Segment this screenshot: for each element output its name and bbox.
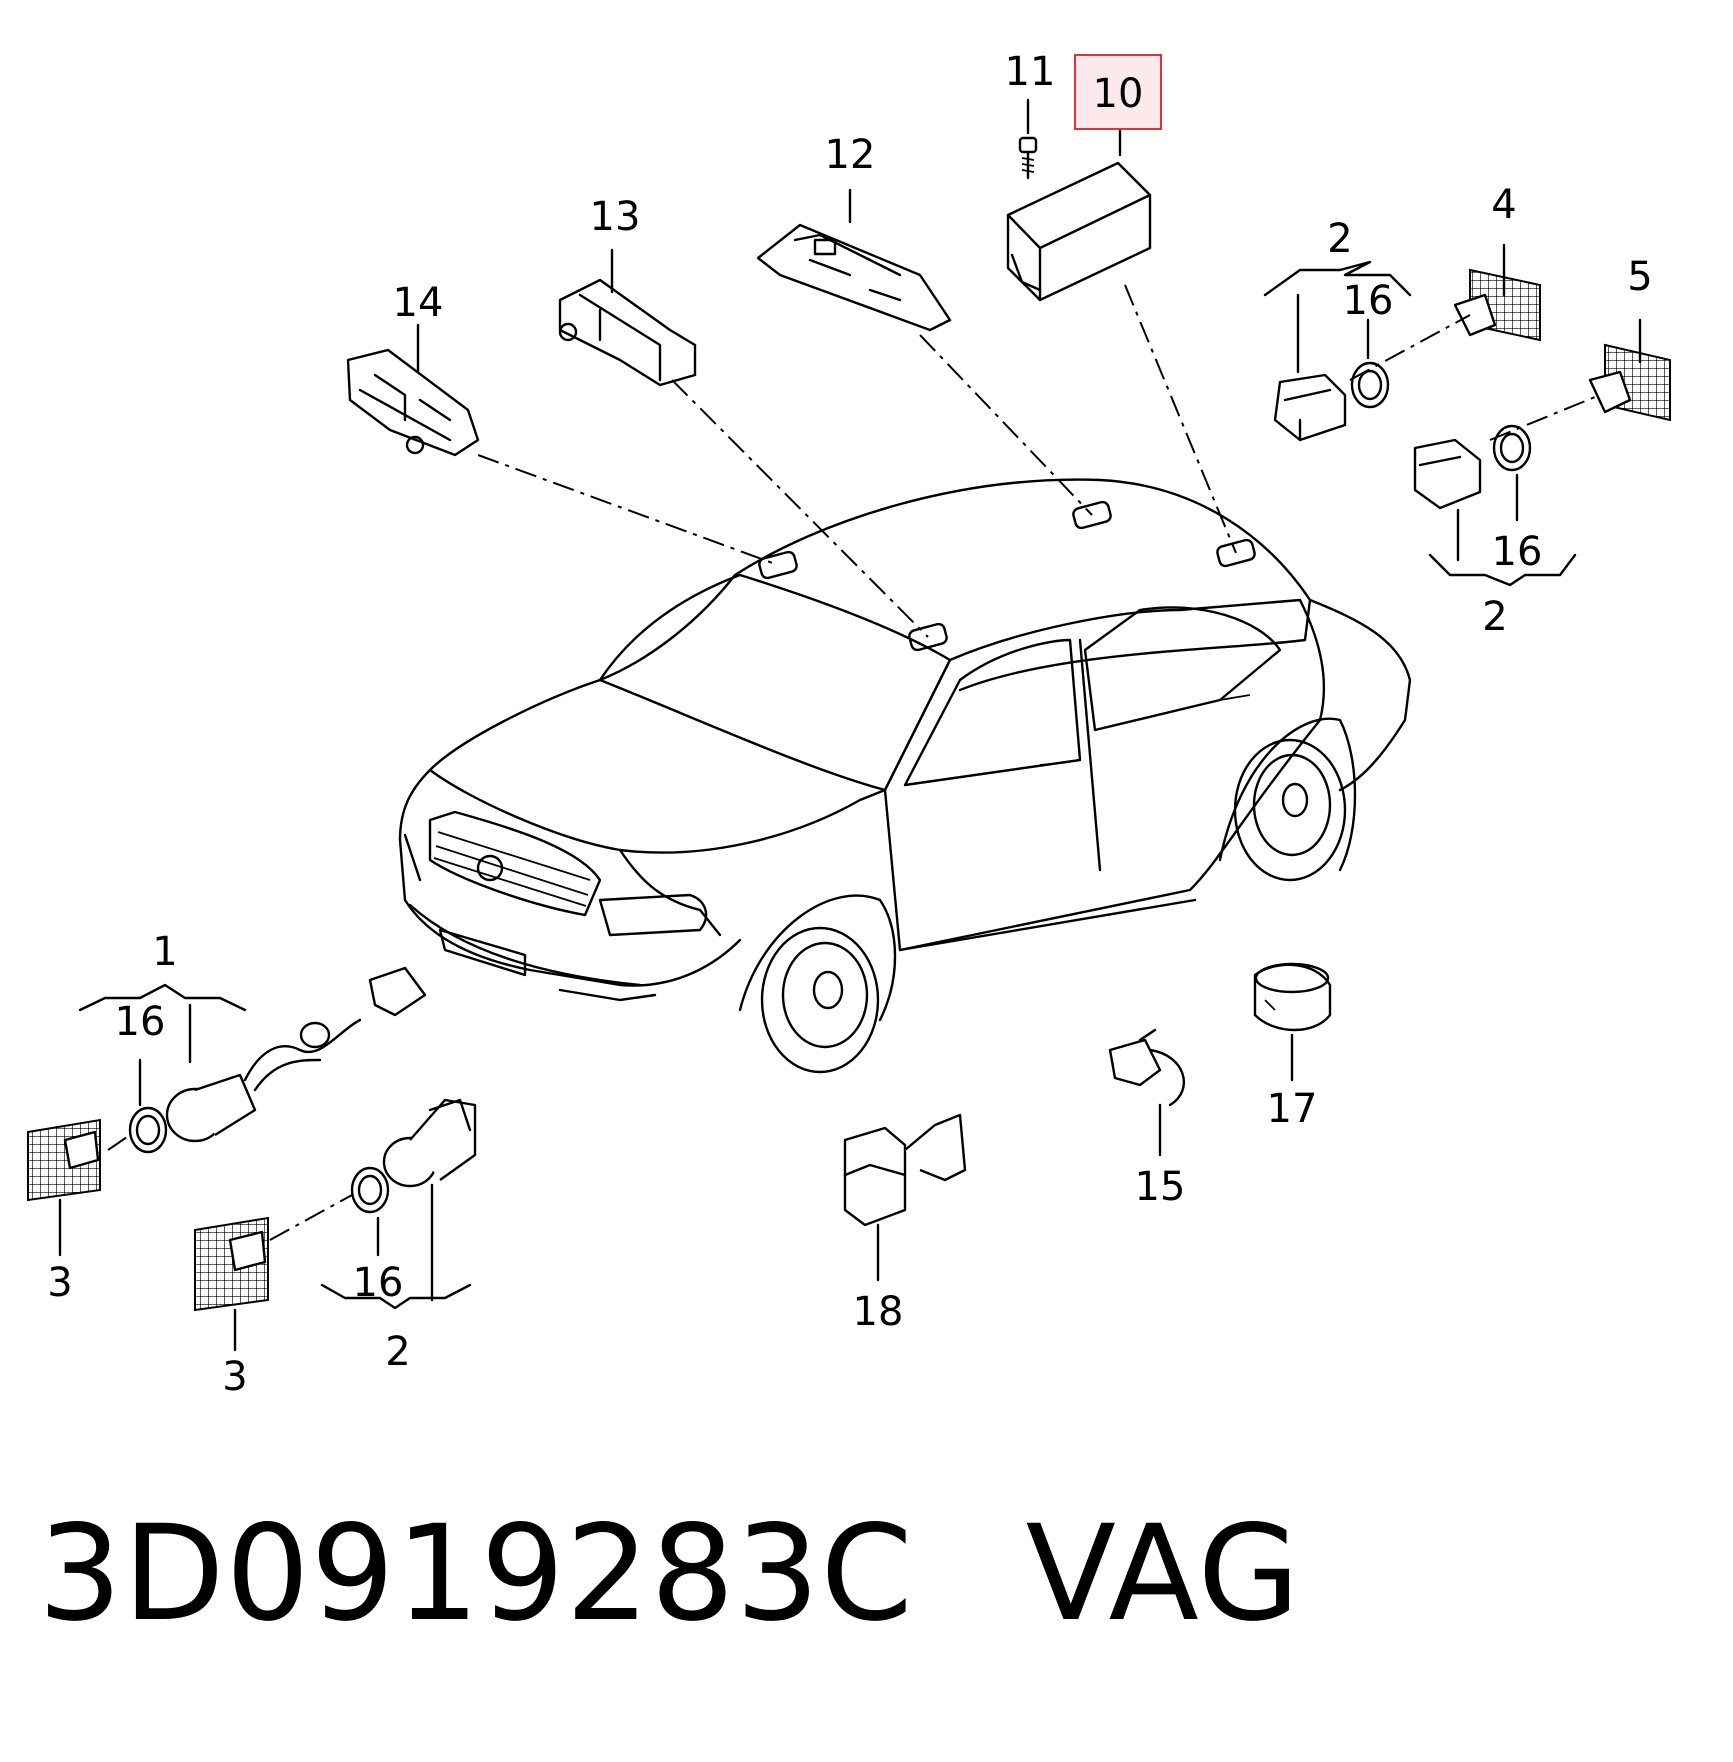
callout-2-right-upper: 2: [1327, 216, 1352, 262]
part-1-sensor-with-cable: [165, 966, 427, 1143]
highlight-box-10: [1074, 54, 1162, 130]
callout-4: 4: [1491, 182, 1516, 228]
part-16-ring-left-front-2: [350, 1166, 390, 1214]
callout-12: 12: [825, 132, 876, 178]
part-13-bracket: [558, 278, 697, 387]
callout-16-right-lower: 16: [1492, 529, 1543, 575]
callout-3-left: 3: [47, 1260, 72, 1306]
part-2-sensor-right-lower: [1413, 438, 1482, 510]
callout-11: 11: [1005, 49, 1056, 95]
callout-16-right-upper: 16: [1343, 278, 1394, 324]
part-15-clip: [1108, 1028, 1186, 1107]
part-18-holder: [843, 1113, 967, 1227]
callout-2-left-front: 2: [385, 1329, 410, 1375]
part-5-mount: [1588, 343, 1671, 422]
part-14-bracket: [346, 348, 480, 457]
callout-14: 14: [393, 280, 444, 326]
part-2-sensor-right-upper: [1273, 373, 1347, 442]
part-17-cap: [1253, 962, 1332, 1032]
callout-18: 18: [853, 1289, 904, 1335]
part-16-ring-right-upper: [1350, 361, 1390, 409]
callout-3-left-2: 3: [222, 1354, 247, 1400]
part-3-mount-left-front-2: [194, 1216, 269, 1312]
part-16-ring-left-front: [128, 1106, 168, 1154]
leader-lines: [58, 98, 1642, 1352]
part-number: 3D0919283C: [38, 1497, 914, 1651]
part-12-housing: [756, 223, 952, 332]
callout-17: 17: [1267, 1086, 1318, 1132]
car-illustration: [398, 478, 1412, 1074]
callout-13: 13: [590, 194, 641, 240]
callout-2-right-lower: 2: [1482, 594, 1507, 640]
callout-16-left-front: 16: [115, 999, 166, 1045]
part-10-control-module: [1006, 161, 1152, 302]
part-11-screw: [1018, 136, 1038, 180]
callout-15: 15: [1135, 1164, 1186, 1210]
brand-name: VAG: [1025, 1497, 1301, 1651]
callout-labels: 10 11 12 13 14 2 16 4 5 16 2 1 16 3 16 2…: [47, 49, 1652, 1400]
callout-5: 5: [1627, 254, 1652, 300]
callout-1: 1: [152, 929, 177, 975]
part-2-sensor-left-front: [382, 1098, 477, 1188]
callout-16-left-front-2: 16: [353, 1260, 404, 1306]
part-16-ring-right-lower: [1492, 424, 1532, 472]
part-4-mount: [1453, 268, 1541, 342]
callout-10: 10: [1093, 71, 1144, 117]
part-3-mount-left-front: [27, 1118, 101, 1202]
